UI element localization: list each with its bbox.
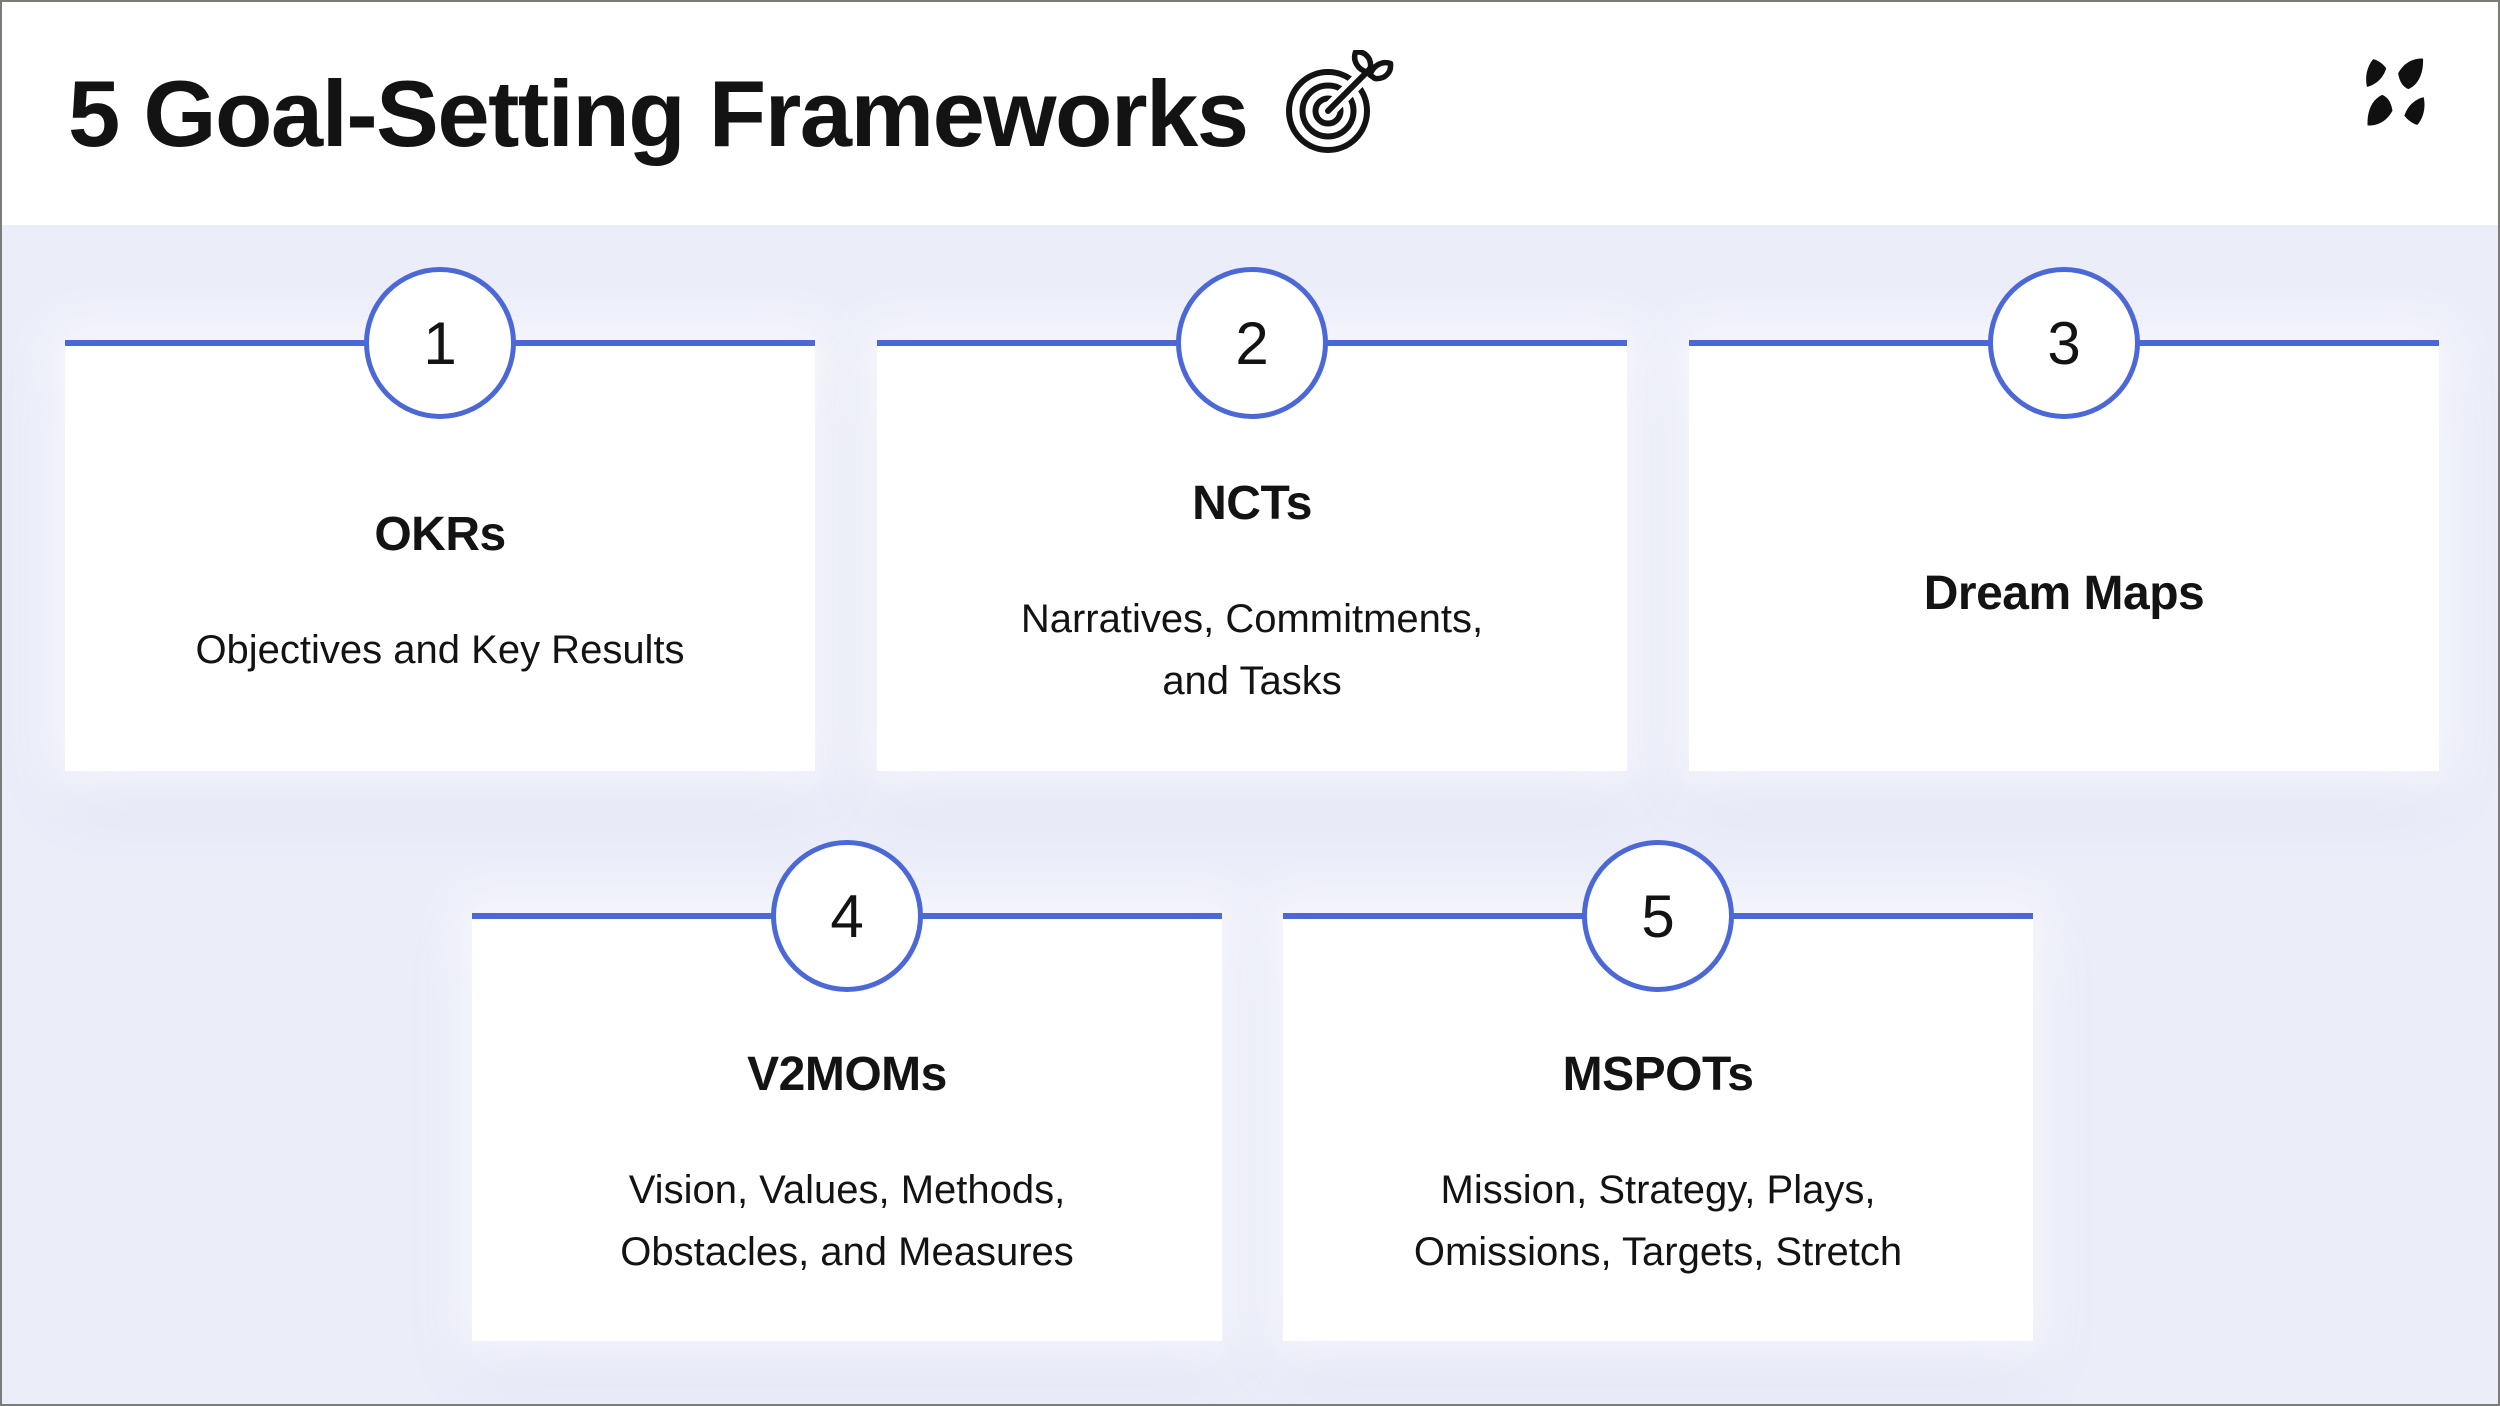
- number-badge: 5: [1582, 840, 1734, 992]
- badge-number: 2: [1235, 309, 1269, 377]
- card-subtitle: Objectives and Key Results: [195, 627, 685, 672]
- framework-card-v2moms: 4 V2MOMs Vision, Values, Methods, Obstac…: [472, 840, 1222, 1341]
- badge-number: 5: [1641, 882, 1675, 950]
- framework-card-ncts: 2 NCTs Narratives, Commitments, and Task…: [877, 267, 1627, 771]
- card-title: OKRs: [374, 507, 506, 561]
- badge-number: 4: [830, 882, 864, 950]
- card-content: Dream Maps: [1689, 346, 2439, 771]
- card-content: NCTs Narratives, Commitments, and Tasks: [877, 346, 1627, 771]
- card-subtitle: Narratives, Commitments, and Tasks: [1020, 596, 1484, 703]
- card-title: MSPOTs: [1562, 1048, 1754, 1101]
- card-content: MSPOTs Mission, Strategy, Plays, Omissio…: [1283, 919, 2033, 1341]
- header: 5 Goal-Setting Frameworks: [2, 2, 2498, 225]
- reforge-logo-icon: [2360, 58, 2434, 126]
- number-badge: 3: [1988, 267, 2140, 419]
- card-subtitle: Mission, Strategy, Plays, Omissions, Tar…: [1413, 1168, 1903, 1274]
- page-title: 5 Goal-Setting Frameworks: [68, 60, 1249, 166]
- card-content: V2MOMs Vision, Values, Methods, Obstacle…: [472, 919, 1222, 1341]
- card-subtitle: Vision, Values, Methods, Obstacles, and …: [620, 1168, 1074, 1274]
- card-title: Dream Maps: [1923, 566, 2205, 620]
- framework-card-dream-maps: 3 Dream Maps: [1689, 267, 2439, 771]
- badge-number: 3: [2047, 309, 2081, 377]
- framework-card-okrs: 1 OKRs Objectives and Key Results: [65, 267, 815, 771]
- number-badge: 2: [1176, 267, 1328, 419]
- framework-card-mspots: 5 MSPOTs Mission, Strategy, Plays, Omiss…: [1283, 840, 2033, 1341]
- number-badge: 1: [364, 267, 516, 419]
- number-badge: 4: [771, 840, 923, 992]
- card-content: OKRs Objectives and Key Results: [65, 346, 815, 771]
- card-title: V2MOMs: [747, 1048, 947, 1101]
- dartboard-icon: [1282, 49, 1394, 159]
- badge-number: 1: [423, 309, 457, 377]
- card-title: NCTs: [1192, 476, 1312, 530]
